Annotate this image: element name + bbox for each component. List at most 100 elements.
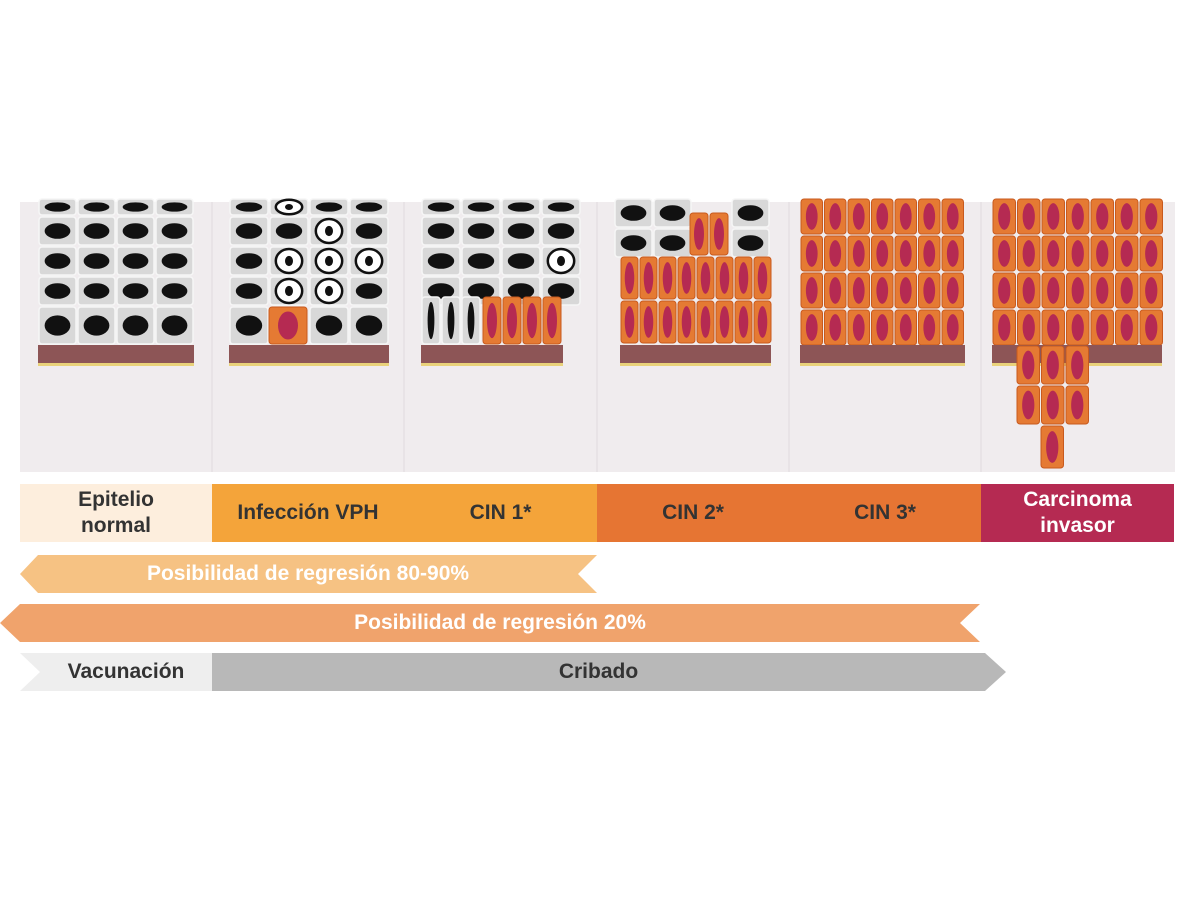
normal-nucleus [122, 253, 149, 269]
basement-membrane [800, 345, 965, 363]
abnormal-nucleus [694, 218, 704, 250]
abnormal-nucleus [805, 314, 818, 341]
abnormal-nucleus [852, 203, 865, 230]
abnormal-nucleus [805, 277, 818, 304]
normal-nucleus [547, 283, 575, 299]
basal-nucleus [447, 301, 455, 340]
normal-nucleus [83, 315, 110, 336]
abnormal-nucleus [1071, 277, 1084, 304]
abnormal-nucleus [1046, 390, 1059, 420]
normal-nucleus [737, 205, 764, 221]
tissue-illustration-layer [38, 198, 1163, 472]
normal-nucleus [507, 253, 535, 269]
normal-nucleus [737, 235, 764, 251]
abnormal-nucleus [805, 203, 818, 230]
basement-membrane [38, 345, 194, 363]
abnormal-nucleus [681, 306, 692, 338]
abnormal-nucleus [1022, 203, 1035, 230]
normal-nucleus [161, 315, 188, 336]
normal-nucleus [122, 202, 149, 212]
normal-nucleus [620, 205, 647, 221]
normal-nucleus [235, 315, 263, 336]
abnormal-nucleus [662, 306, 673, 338]
normal-nucleus [235, 223, 263, 239]
abnormal-nucleus [1120, 203, 1133, 230]
normal-nucleus [507, 223, 535, 239]
abnormal-nucleus [624, 306, 635, 338]
basal-nucleus [467, 301, 475, 340]
abnormal-nucleus [278, 311, 298, 340]
abnormal-nucleus [1096, 203, 1109, 230]
abnormal-nucleus [1120, 277, 1133, 304]
abnormal-nucleus [923, 203, 936, 230]
basement-membrane [620, 345, 771, 363]
abnormal-nucleus [1047, 314, 1060, 341]
abnormal-nucleus [1022, 350, 1035, 380]
normal-nucleus [507, 283, 535, 299]
basement-line [229, 363, 389, 366]
abnormal-nucleus [719, 262, 730, 294]
abnormal-nucleus [1046, 350, 1059, 380]
abnormal-nucleus [1047, 240, 1060, 267]
abnormal-nucleus [852, 240, 865, 267]
basement-membrane [421, 345, 563, 363]
abnormal-nucleus [1022, 314, 1035, 341]
abnormal-nucleus [1096, 240, 1109, 267]
regression-20-label: Posibilidad de regresión 20% [354, 611, 646, 634]
normal-nucleus [467, 202, 495, 212]
normal-nucleus [275, 223, 303, 239]
abnormal-nucleus [829, 314, 842, 341]
normal-nucleus [427, 283, 455, 299]
basement-line [421, 363, 563, 366]
abnormal-nucleus [643, 262, 654, 294]
abnormal-nucleus [1096, 314, 1109, 341]
abnormal-nucleus [487, 302, 497, 339]
normal-nucleus [122, 223, 149, 239]
abnormal-nucleus [923, 277, 936, 304]
normal-nucleus [467, 283, 495, 299]
normal-nucleus [507, 202, 535, 212]
abnormal-nucleus [899, 203, 912, 230]
abnormal-nucleus [1096, 277, 1109, 304]
normal-nucleus [83, 223, 110, 239]
normal-nucleus [83, 253, 110, 269]
normal-nucleus [547, 223, 575, 239]
abnormal-nucleus [899, 314, 912, 341]
normal-nucleus [355, 315, 383, 336]
basement-membrane [229, 345, 389, 363]
koilocyte-nucleus [365, 255, 373, 267]
abnormal-nucleus [700, 306, 711, 338]
abnormal-nucleus [998, 240, 1011, 267]
abnormal-nucleus [624, 262, 635, 294]
abnormal-nucleus [1071, 314, 1084, 341]
abnormal-nucleus [876, 203, 889, 230]
abnormal-nucleus [899, 277, 912, 304]
abnormal-nucleus [1145, 277, 1158, 304]
abnormal-nucleus [1145, 203, 1158, 230]
abnormal-nucleus [876, 277, 889, 304]
abnormal-nucleus [738, 262, 749, 294]
abnormal-nucleus [1071, 240, 1084, 267]
normal-nucleus [235, 253, 263, 269]
normal-nucleus [161, 202, 188, 212]
normal-nucleus [620, 235, 647, 251]
stage-infeccion-vph: Infección VPH [212, 484, 404, 542]
normal-nucleus [467, 253, 495, 269]
abnormal-nucleus [714, 218, 724, 250]
abnormal-nucleus [1145, 314, 1158, 341]
stage-epitelio-normal: Epitelio normal [20, 484, 212, 542]
normal-nucleus [355, 283, 383, 299]
abnormal-nucleus [662, 262, 673, 294]
abnormal-nucleus [719, 306, 730, 338]
abnormal-nucleus [1071, 390, 1084, 420]
normal-nucleus [659, 205, 686, 221]
stage-cin-1: CIN 1* [404, 484, 597, 542]
abnormal-nucleus [1145, 240, 1158, 267]
abnormal-nucleus [643, 306, 654, 338]
normal-nucleus [122, 283, 149, 299]
abnormal-nucleus [1120, 314, 1133, 341]
abnormal-nucleus [1022, 240, 1035, 267]
abnormal-nucleus [946, 314, 959, 341]
abnormal-nucleus [946, 240, 959, 267]
